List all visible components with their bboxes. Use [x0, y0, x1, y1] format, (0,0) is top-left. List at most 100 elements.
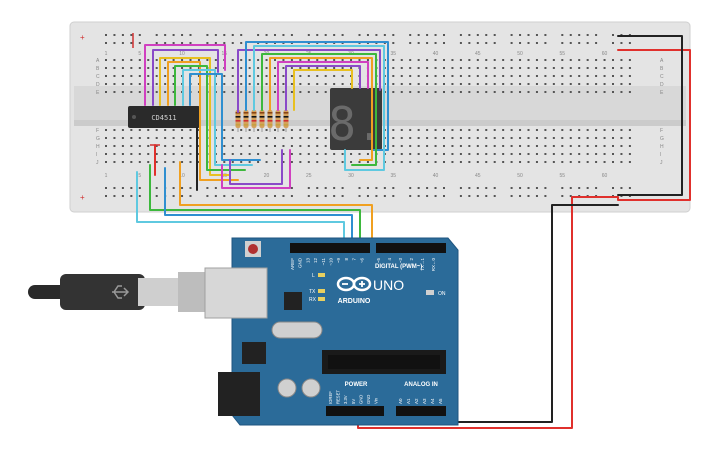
breadboard-hole: [620, 161, 623, 163]
rail-hole: [493, 195, 496, 197]
row-letter-left: D: [96, 82, 100, 88]
arduino-board[interactable]: ARDUINO UNO ON L TX RX DIGITAL (PWM~) PO…: [204, 237, 459, 426]
breadboard-hole: [324, 59, 327, 61]
breadboard-hole: [476, 83, 479, 85]
resistor[interactable]: [267, 110, 273, 128]
breadboard-hole: [282, 83, 285, 85]
rail-hole: [290, 34, 293, 36]
breadboard-hole: [603, 161, 606, 163]
breadboard-hole: [147, 91, 150, 93]
row-letter-left: I: [96, 152, 97, 158]
breadboard-hole: [535, 145, 538, 147]
power-pin-label: IOREF: [328, 391, 333, 404]
rail-hole: [366, 187, 369, 189]
rail-hole: [476, 187, 479, 189]
rail-hole: [519, 34, 522, 36]
rail-hole: [155, 42, 158, 44]
breadboard-hole: [434, 75, 437, 77]
breadboard-hole: [189, 161, 192, 163]
breadboard-hole: [350, 153, 353, 155]
breadboard-hole: [223, 75, 226, 77]
resistor[interactable]: [235, 110, 241, 128]
rail-hole: [164, 34, 167, 36]
breadboard-hole: [544, 91, 547, 93]
breadboard-hole: [248, 145, 251, 147]
breadboard-hole: [578, 145, 581, 147]
analog-header-label: ANALOG IN: [404, 382, 438, 388]
breadboard-hole: [333, 59, 336, 61]
breadboard-hole: [290, 75, 293, 77]
rail-hole: [172, 187, 175, 189]
rail-hole: [485, 34, 488, 36]
breadboard-hole: [231, 129, 234, 131]
breadboard-hole: [620, 129, 623, 131]
breadboard-hole: [620, 83, 623, 85]
breadboard-hole: [350, 67, 353, 69]
breadboard-hole: [274, 83, 276, 85]
rail-hole: [223, 34, 226, 36]
rail-hole: [493, 34, 496, 36]
breadboard-hole: [231, 137, 234, 139]
rail-hole: [138, 42, 141, 44]
column-number-top: 55: [560, 51, 566, 57]
breadboard-hole: [333, 75, 336, 77]
digital-pin-label: RX←0: [431, 258, 436, 272]
rail-hole: [426, 34, 429, 36]
column-number-bottom: 30: [348, 173, 354, 179]
breadboard-hole: [307, 59, 310, 61]
resistor-band: [267, 112, 273, 114]
power-pin-label: GND: [366, 395, 371, 404]
breadboard-hole: [392, 91, 395, 93]
reset-button[interactable]: [248, 244, 258, 254]
breadboard-hole: [290, 83, 293, 85]
breadboard-hole: [164, 129, 167, 131]
rail-hole: [569, 42, 572, 44]
rail-hole: [181, 187, 184, 189]
rail-hole: [527, 42, 530, 44]
power-header[interactable]: [326, 406, 384, 416]
breadboard-hole: [197, 145, 200, 147]
breadboard-hole: [519, 145, 522, 147]
rail-hole: [612, 187, 614, 189]
breadboard-hole: [620, 67, 623, 69]
rail-hole: [130, 42, 133, 44]
resistor[interactable]: [283, 110, 289, 128]
analog-header[interactable]: [396, 406, 446, 416]
breadboard-hole: [400, 161, 403, 163]
breadboard-hole: [578, 67, 581, 69]
resistor[interactable]: [251, 110, 257, 128]
breadboard-hole: [519, 75, 522, 77]
ic-chip[interactable]: CD4511: [128, 106, 200, 128]
breadboard-hole: [138, 145, 141, 147]
breadboard-hole: [214, 67, 217, 69]
breadboard-hole: [476, 129, 479, 131]
breadboard-hole: [172, 83, 175, 85]
breadboard-hole: [485, 75, 488, 77]
digital-pin-label: 7: [352, 258, 357, 261]
breadboard-hole: [181, 137, 184, 139]
resistor[interactable]: [275, 110, 281, 128]
breadboard-hole: [113, 161, 116, 163]
resistor[interactable]: [243, 110, 249, 128]
digital-header-right[interactable]: [376, 243, 446, 253]
wire-purple-2: [237, 49, 381, 113]
breadboard-hole: [628, 129, 631, 131]
digital-pin-label: GND: [298, 257, 303, 268]
resistor-band: [243, 124, 249, 126]
rail-hole: [459, 34, 462, 36]
rail-hole: [519, 195, 522, 197]
seven-segment-display[interactable]: 8.: [328, 88, 384, 151]
breadboard-hole: [519, 129, 522, 131]
breadboard-hole: [316, 59, 319, 61]
resistor-array[interactable]: [235, 104, 289, 132]
resistor[interactable]: [259, 110, 265, 128]
breadboard-hole: [172, 153, 175, 155]
breadboard-hole: [223, 129, 226, 131]
breadboard-hole: [316, 91, 319, 93]
breadboard-hole: [155, 67, 158, 69]
breadboard-hole: [189, 129, 192, 131]
breadboard-hole: [400, 145, 403, 147]
breadboard-hole: [172, 67, 175, 69]
breadboard-hole: [400, 83, 403, 85]
digital-header-left[interactable]: [290, 243, 370, 253]
